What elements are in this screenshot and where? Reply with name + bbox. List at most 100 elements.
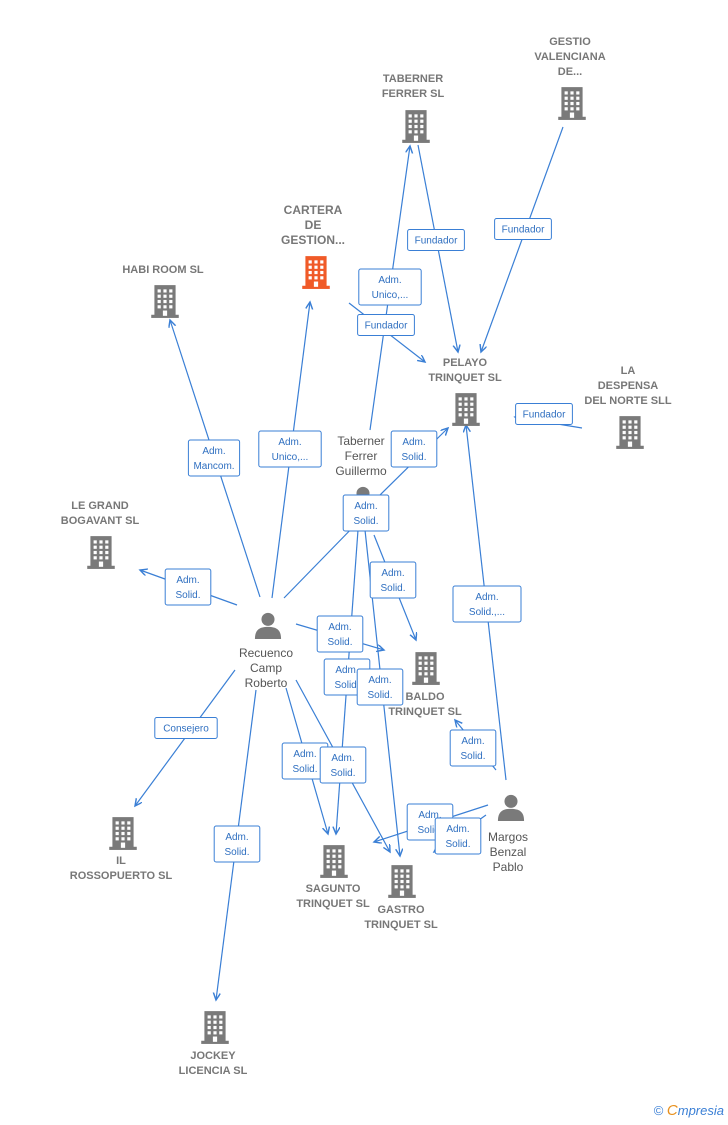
edge-label-text: Solid.: [401, 452, 426, 463]
edge-label-recuenco-to-gastro[interactable]: Adm.Solid.: [319, 746, 367, 784]
edge-label-taberner_g-to-pelayo[interactable]: Adm. Solid.: [390, 430, 438, 468]
edge-label-text: Fundador: [523, 410, 566, 421]
edge-label-text: Adm.: [354, 501, 377, 512]
edge-label-text: Adm.: [176, 575, 199, 586]
edge-label-text: Adm.: [418, 810, 441, 821]
edge-label-text: Unico,...: [272, 452, 309, 463]
edge-label-box: [316, 615, 364, 653]
empresia-logo-text: mpresia: [677, 1103, 724, 1118]
edge-label-box: [258, 430, 322, 468]
margos-label: Pablo: [493, 860, 524, 874]
edge-label-text: Solid.: [460, 751, 485, 762]
edge-label-recuenco-to-rossopuerto[interactable]: Consejero: [154, 717, 218, 739]
rossopuerto-building-icon[interactable]: [109, 817, 137, 850]
despensa-label: DESPENSA: [598, 380, 659, 392]
copyright-icon: ©: [653, 1103, 664, 1118]
baldo-building-icon[interactable]: [412, 652, 440, 685]
grand-label: LE GRAND: [71, 500, 129, 512]
rossopuerto-label: IL: [116, 855, 126, 867]
gestio-label: DE...: [558, 66, 582, 78]
edge-label-taberner_g-to-baldo[interactable]: Adm.Solid.: [369, 561, 417, 599]
sagunto-label: TRINQUET SL: [296, 898, 370, 910]
taberner_ferrer_sl-building-icon[interactable]: [402, 110, 430, 143]
edge-label-text: Adm.: [368, 675, 391, 686]
recuenco-person-icon[interactable]: [254, 612, 282, 639]
edge-label-recuenco-to-cartera[interactable]: Adm. Unico,...: [258, 430, 322, 468]
edge-label-box: [357, 314, 415, 336]
edge-label-gestio-to-pelayo[interactable]: Fundador: [494, 218, 552, 240]
edge-label-text: Unico,...: [372, 290, 409, 301]
edge-label-text: Adm.: [461, 736, 484, 747]
brand-footer[interactable]: © Cmpresia: [654, 1102, 724, 1119]
gastro-label: TRINQUET SL: [364, 919, 438, 931]
edge-label-text: Adm.: [446, 824, 469, 835]
edge-label-text: Solid.: [224, 847, 249, 858]
jockey-label: LICENCIA SL: [179, 1065, 248, 1077]
edge-label-box: [407, 229, 465, 251]
edge-label-text: Adm.: [335, 665, 358, 676]
edge-labels-layer: FundadorFundadorFundadorFundadorAdm.Unic…: [154, 218, 573, 863]
grand-label: BOGAVANT SL: [61, 515, 140, 527]
jockey-building-icon[interactable]: [201, 1011, 229, 1044]
jockey-label: JOCKEY: [190, 1050, 236, 1062]
baldo-label: BALDO: [405, 691, 445, 703]
habi-label: HABI ROOM SL: [122, 264, 204, 276]
edge-label-cartera-to-pelayo[interactable]: Fundador: [357, 314, 415, 336]
edge-label-text: Solid.: [367, 690, 392, 701]
empresia-logo-mark: C: [666, 1102, 678, 1119]
pelayo-building-icon[interactable]: [452, 393, 480, 426]
habi-building-icon[interactable]: [151, 285, 179, 318]
edge-recuenco-to-taberner_g: [283, 520, 360, 599]
margos-label: Benzal: [490, 845, 527, 859]
recuenco-label: Recuenco: [239, 646, 293, 660]
edge-label-text: Adm.: [328, 622, 351, 633]
edge-label-box: [154, 717, 218, 739]
grand-building-icon[interactable]: [87, 536, 115, 569]
despensa-label: DEL NORTE SLL: [584, 395, 671, 407]
edge-label-box: [434, 817, 482, 855]
edge-label-taberner_ferrer_sl-to-pelayo[interactable]: Fundador: [407, 229, 465, 251]
margos-person-icon[interactable]: [497, 794, 525, 821]
despensa-building-icon[interactable]: [616, 416, 644, 449]
edge-label-recuenco-to-taberner_g[interactable]: Adm. Solid.: [342, 494, 390, 532]
edge-label-margos-to-baldo[interactable]: Adm. Solid.: [449, 729, 497, 767]
taberner_g-label: Guillermo: [335, 464, 387, 478]
edge-label-taberner_g-to-gastro[interactable]: Adm. Solid.: [356, 668, 404, 706]
taberner_ferrer_sl-label: FERRER SL: [382, 88, 445, 100]
edge-label-margos-to-pelayo[interactable]: Adm.Solid.,...: [452, 585, 522, 623]
edge-label-text: Fundador: [365, 321, 408, 332]
edge-label-box: [164, 568, 212, 606]
edge-label-recuenco-to-baldo[interactable]: Adm. Solid.: [316, 615, 364, 653]
edge-label-text: Adm.: [278, 437, 301, 448]
rossopuerto-label: ROSSOPUERTO SL: [70, 870, 173, 882]
despensa-label: LA: [621, 365, 636, 377]
gestio-building-icon[interactable]: [558, 87, 586, 120]
edge-label-text: Solid.: [327, 637, 352, 648]
edge-label-recuenco-to-habi[interactable]: Adm.Mancom.: [187, 439, 241, 477]
edge-label-box: [369, 561, 417, 599]
edge-label-text: Adm.: [293, 749, 316, 760]
edge-label-box: [213, 825, 261, 863]
edge-label-margos-to-sagunto[interactable]: Adm.Solid.: [434, 817, 482, 855]
margos-label: Margos: [488, 830, 528, 844]
edge-label-box: [494, 218, 552, 240]
cartera-building-icon[interactable]: [302, 256, 330, 289]
edge-label-taberner_g-to-taberner_ferrer_sl[interactable]: Adm. Unico,...: [358, 268, 422, 306]
edge-label-text: Adm.: [202, 446, 225, 457]
edge-label-despensa-to-pelayo[interactable]: Fundador: [515, 403, 573, 425]
edge-label-recuenco-to-jockey[interactable]: Adm.Solid.: [213, 825, 261, 863]
edge-label-text: Adm.: [331, 753, 354, 764]
baldo-label: TRINQUET SL: [388, 706, 462, 718]
pelayo-label: PELAYO: [443, 357, 488, 369]
edge-label-text: Solid.: [353, 516, 378, 527]
cartera-label: GESTION...: [281, 233, 345, 247]
edge-label-recuenco-to-grand[interactable]: Adm.Solid.: [164, 568, 212, 606]
edge-label-text: Adm.: [402, 437, 425, 448]
edge-label-text: Solid.: [292, 764, 317, 775]
edge-label-text: Fundador: [415, 236, 458, 247]
edge-label-text: Solid.: [417, 825, 442, 836]
edge-label-text: Adm.: [378, 275, 401, 286]
gastro-building-icon[interactable]: [388, 865, 416, 898]
sagunto-building-icon[interactable]: [320, 845, 348, 878]
